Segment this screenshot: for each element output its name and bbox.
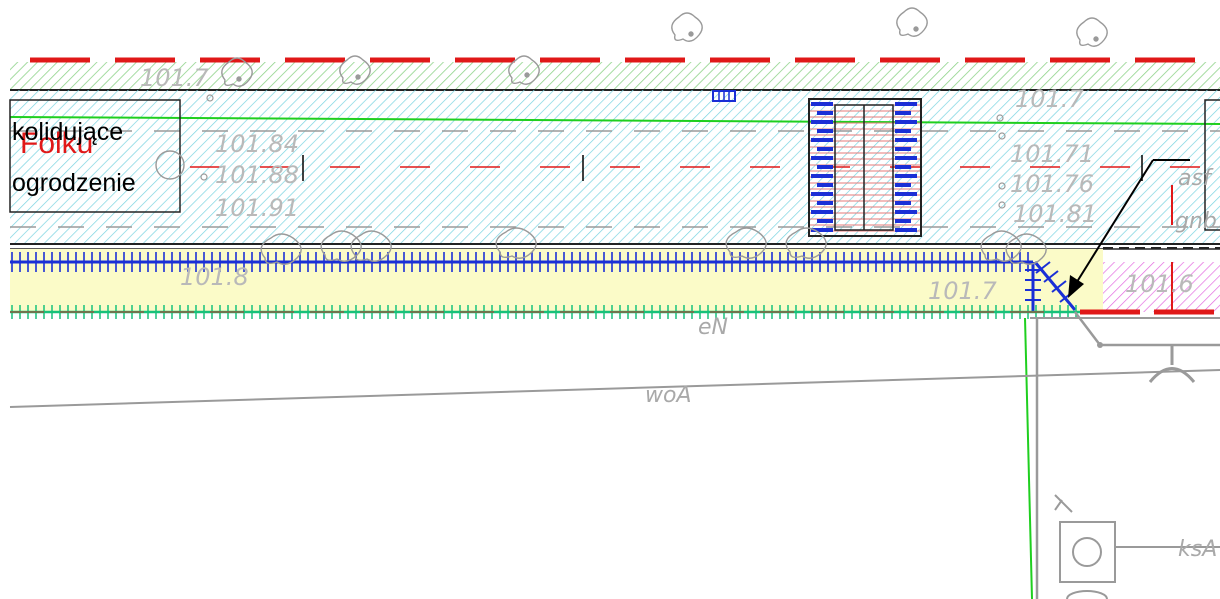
utility-label-ksA: ksA bbox=[1178, 537, 1217, 562]
utility-line-green-vertical bbox=[1024, 317, 1033, 599]
manhole-icon bbox=[1054, 494, 1220, 599]
grass-strip bbox=[10, 62, 1220, 90]
lamp-icon bbox=[1148, 345, 1196, 383]
annotation-line1: kolidujące bbox=[12, 118, 123, 146]
utility-label-gnb: gnb bbox=[1175, 209, 1217, 234]
building-outline-right bbox=[1074, 311, 1220, 347]
road-edge-gray bbox=[9, 369, 1220, 408]
utility-label-asf: asf bbox=[1178, 166, 1214, 191]
utility-line-green bbox=[9, 116, 1220, 125]
elevation-label: 101.88 bbox=[215, 161, 299, 189]
elevation-label: 101.71 bbox=[1010, 140, 1094, 168]
gate-structure bbox=[808, 98, 922, 237]
magenta-area bbox=[1103, 262, 1220, 312]
annotation-line2: ogrodzenie bbox=[12, 169, 136, 197]
elevation-label: 101.6 bbox=[1125, 270, 1194, 298]
utility-label-eN: eN bbox=[698, 315, 728, 340]
elevation-label: 101.7 bbox=[140, 64, 209, 92]
arrow-icon bbox=[1068, 159, 1190, 298]
gate-blue-bars-right bbox=[895, 102, 917, 232]
tree-icon bbox=[155, 7, 1108, 265]
right-structure bbox=[1204, 99, 1220, 231]
survey-points bbox=[200, 94, 1006, 209]
elevation-label: 101.76 bbox=[1010, 170, 1094, 198]
gate-blue-bars-left bbox=[811, 102, 833, 232]
elevation-label: 101.84 bbox=[215, 130, 299, 158]
fence-line-blue-diagonal bbox=[1033, 261, 1077, 311]
annotation-overlay-text: Folku bbox=[20, 127, 93, 160]
utility-label-woA: woA bbox=[645, 383, 692, 408]
elevation-label: 101.81 bbox=[1013, 200, 1097, 228]
elevation-label: 101.8 bbox=[180, 263, 249, 291]
elevation-label: 101.7 bbox=[928, 277, 997, 305]
elevation-label: 101.91 bbox=[215, 194, 299, 222]
blue-marker-icon bbox=[712, 90, 736, 102]
elevation-label: 101.7 bbox=[1015, 85, 1084, 113]
